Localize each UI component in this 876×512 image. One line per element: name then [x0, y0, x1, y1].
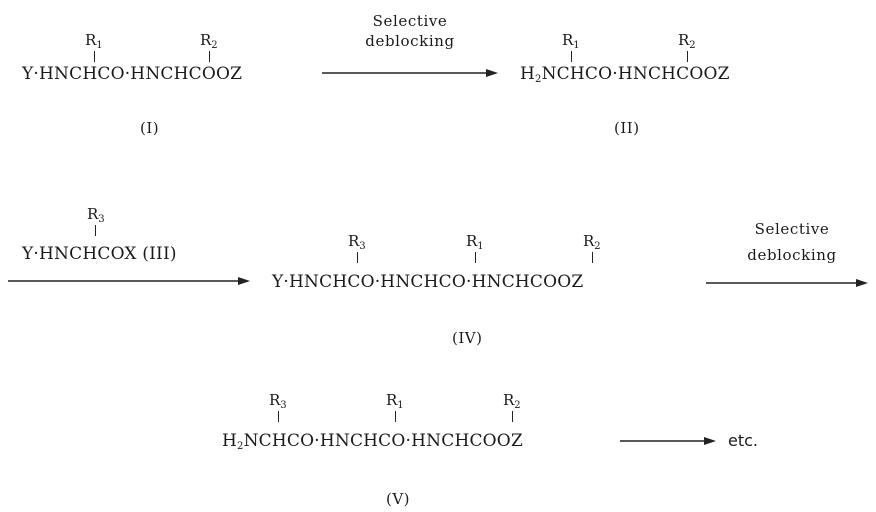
bond-line [687, 51, 688, 62]
bond-line [571, 51, 572, 62]
bond-line [278, 411, 279, 422]
etc-label: etc. [728, 431, 758, 450]
substituent-r2: R2 [200, 31, 218, 51]
substituent-r3: R3 [348, 232, 366, 252]
arrow-label-line1: Selective [372, 12, 448, 30]
bond-line [94, 51, 95, 62]
compound-label-I: (I) [140, 119, 160, 137]
arrow-label-line1: Selective [754, 220, 830, 238]
formula-IV: Y·HNCHCO·HNCHCO·HNCHCOOZ [272, 272, 584, 292]
substituent-r1: R1 [466, 232, 484, 252]
substituent-r3: R3 [87, 205, 105, 225]
reagent-III: Y·HNCHCOX (III) [22, 244, 177, 264]
substituent-r2: R2 [503, 391, 521, 411]
substituent-r1: R1 [85, 31, 103, 51]
bond-line [592, 252, 593, 263]
arrow-line [706, 279, 868, 287]
substituent-r1: R1 [562, 31, 580, 51]
compound-label-II: (II) [614, 119, 640, 137]
substituent-r3: R3 [269, 391, 287, 411]
arrow-line [620, 437, 716, 445]
arrow-label-line2: deblocking [365, 32, 455, 50]
formula-I: Y·HNCHCO·HNCHCOOZ [22, 64, 243, 84]
bond-line [357, 252, 358, 263]
bond-line [475, 252, 476, 263]
bond-line [512, 411, 513, 422]
bond-line [209, 51, 210, 62]
bond-line [395, 411, 396, 422]
bond-line [95, 225, 96, 236]
compound-label-IV: (IV) [452, 329, 483, 347]
arrow-label-line2: deblocking [747, 246, 837, 264]
substituent-r1: R1 [386, 391, 404, 411]
arrow-line [322, 69, 498, 77]
formula-V: H2NCHCO·HNCHCO·HNCHCOOZ [222, 431, 523, 452]
arrow-line [8, 277, 250, 285]
compound-label-V: (V) [386, 490, 411, 508]
formula-II: H2NCHCO·HNCHCOOZ [520, 64, 730, 85]
substituent-r2: R2 [678, 31, 696, 51]
substituent-r2: R2 [583, 232, 601, 252]
